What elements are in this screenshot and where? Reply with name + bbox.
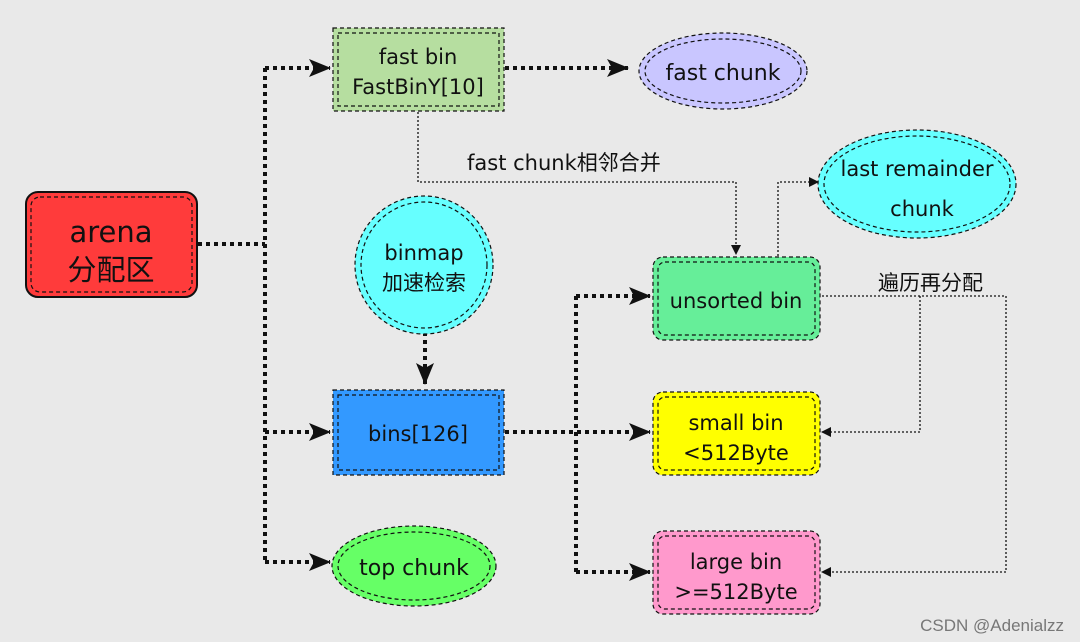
arena-sublabel: 分配区 bbox=[67, 253, 154, 287]
node-smallbin: small bin <512Byte bbox=[652, 391, 821, 476]
node-topchunk: top chunk bbox=[331, 525, 497, 607]
edge-redistribute-small bbox=[821, 296, 921, 437]
largebin-sublabel: >=512Byte bbox=[674, 580, 797, 604]
fastchunk-label: fast chunk bbox=[666, 61, 781, 86]
node-unsorted: unsorted bin bbox=[652, 256, 821, 341]
smallbin-sublabel: <512Byte bbox=[683, 441, 789, 465]
largebin-label: large bin bbox=[690, 550, 782, 574]
binmap-sublabel: 加速检索 bbox=[382, 271, 466, 295]
lastremainder-label: last remainder bbox=[841, 157, 994, 181]
bins-label: bins[126] bbox=[368, 422, 468, 446]
binmap-label: binmap bbox=[384, 241, 463, 265]
node-bins: bins[126] bbox=[332, 389, 505, 476]
node-binmap: binmap 加速检索 bbox=[354, 195, 494, 335]
edge-label-redistribute: 遍历再分配 bbox=[878, 271, 983, 295]
edge-redistribute-main bbox=[821, 295, 1007, 577]
edge-to-lastremainder bbox=[777, 177, 819, 256]
topchunk-label: top chunk bbox=[359, 556, 469, 581]
edge-label-merge: fast chunk相邻合并 bbox=[467, 151, 661, 175]
arena-label: arena bbox=[69, 215, 152, 249]
edge-merge bbox=[417, 112, 741, 255]
smallbin-label: small bin bbox=[688, 411, 783, 435]
node-largebin: large bin >=512Byte bbox=[652, 530, 821, 615]
edges-thin bbox=[417, 112, 1007, 577]
unsorted-label: unsorted bin bbox=[670, 289, 803, 313]
fastbin-label: fast bin bbox=[379, 45, 458, 69]
node-fastbin: fast bin FastBinY[10] bbox=[332, 27, 505, 112]
watermark: CSDN @Adenialzz bbox=[920, 616, 1064, 635]
node-fastchunk: fast chunk bbox=[638, 32, 808, 110]
node-arena: arena 分配区 bbox=[25, 191, 198, 298]
lastremainder-sublabel: chunk bbox=[890, 197, 954, 221]
fastbin-sublabel: FastBinY[10] bbox=[352, 75, 484, 99]
edges-thick bbox=[198, 59, 651, 581]
node-lastremainder: last remainder chunk bbox=[817, 129, 1017, 239]
